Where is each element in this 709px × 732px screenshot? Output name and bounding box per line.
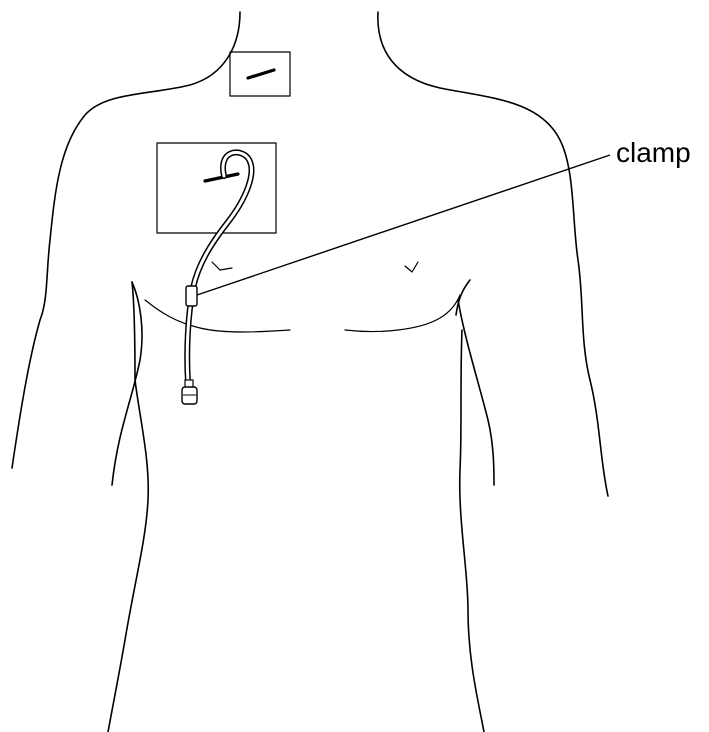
chest-dressing-box [157,143,276,233]
clamp-label: clamp [616,137,691,168]
clamp-leader-line [197,155,610,295]
left-armpit-line [132,282,135,380]
right-side-line [458,300,494,485]
catheter-outer [187,152,251,382]
clamp-body [186,286,197,306]
torso-outline [12,12,608,732]
left-nipple-mark [212,262,232,270]
right-pectoral-line [345,295,460,332]
neck-dressing [230,52,290,96]
neck-right-line [378,12,608,496]
catheter-tube [182,152,251,404]
neck-left-line [12,12,240,468]
neck-insertion-mark [248,70,274,78]
left-side-line [112,282,142,485]
right-armpit-line [456,280,470,315]
left-waist-line [108,380,148,732]
chest-dressing [157,143,276,233]
right-nipple-mark [405,262,418,272]
left-pectoral-line [145,300,290,332]
